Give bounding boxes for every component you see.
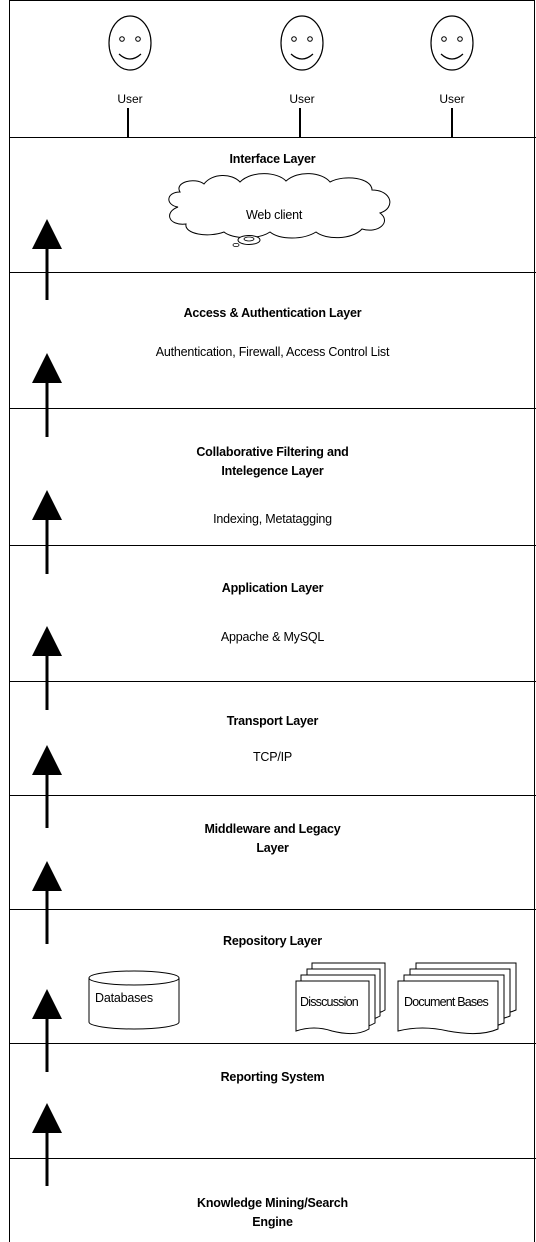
layer-divider xyxy=(9,1043,536,1044)
layer-divider xyxy=(9,137,536,138)
layer-divider xyxy=(9,795,536,796)
database-icon xyxy=(88,970,180,1030)
discussion-label: Disscussion xyxy=(300,995,359,1009)
user-label: User xyxy=(289,92,315,106)
interface-layer-title: Interface Layer xyxy=(229,152,316,166)
discussion-documents-icon xyxy=(295,962,386,1035)
knowledge-mining-title: Knowledge Mining/Search xyxy=(197,1196,348,1210)
middleware-layer-title-line2: Layer xyxy=(256,841,289,855)
web-client-cloud-icon xyxy=(168,173,391,247)
application-layer-title: Application Layer xyxy=(221,581,324,595)
knowledge-mining-title-line2: Engine xyxy=(252,1215,293,1229)
layer-divider xyxy=(9,272,536,273)
document-bases-icon xyxy=(397,962,517,1035)
middleware-layer-title: Middleware and Legacy xyxy=(204,822,341,836)
document-bases-label: Document Bases xyxy=(404,995,489,1009)
transport-layer-detail: TCP/IP xyxy=(252,750,293,764)
layer-divider xyxy=(9,909,536,910)
user-label: User xyxy=(439,92,465,106)
user-face-icon xyxy=(280,15,324,71)
user-face-icon xyxy=(108,15,152,71)
layer-divider xyxy=(9,681,536,682)
reporting-system-title: Reporting System xyxy=(220,1070,325,1084)
databases-label: Databases xyxy=(95,991,153,1005)
transport-layer-title: Transport Layer xyxy=(226,714,319,728)
user-face-icon xyxy=(430,15,474,71)
access-authentication-detail: Authentication, Firewall, Access Control… xyxy=(155,345,390,359)
layer-divider xyxy=(9,408,536,409)
web-client-label: Web client xyxy=(246,208,303,222)
layer-divider xyxy=(9,545,536,546)
application-layer-detail: Appache & MySQL xyxy=(220,630,325,644)
collaborative-filtering-detail: Indexing, Metatagging xyxy=(213,512,332,526)
access-authentication-layer-title: Access & Authentication Layer xyxy=(183,306,362,320)
collaborative-filtering-layer-title-line2: Intelegence Layer xyxy=(221,464,324,478)
user-label: User xyxy=(117,92,143,106)
diagram-frame xyxy=(9,0,535,1242)
collaborative-filtering-layer-title: Collaborative Filtering and xyxy=(196,445,349,459)
layer-divider xyxy=(9,1158,536,1159)
repository-layer-title: Repository Layer xyxy=(223,934,322,948)
